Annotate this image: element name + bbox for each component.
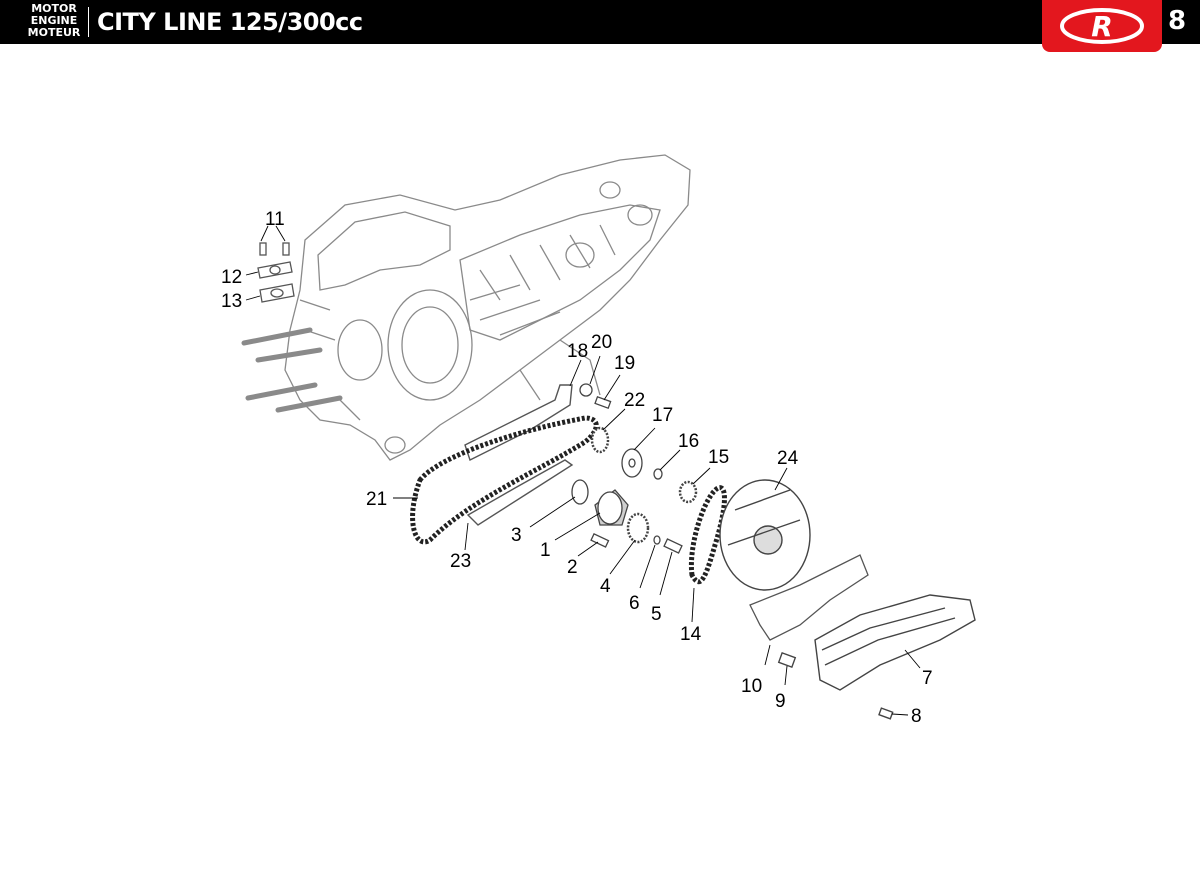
callout-15: 15: [708, 447, 729, 468]
oil-pump-parts: [571, 383, 698, 554]
callout-12: 12: [221, 267, 242, 288]
callout-6: 6: [629, 593, 640, 614]
callout-5: 5: [651, 604, 662, 625]
cylinder-studs: [241, 327, 343, 413]
callout-7: 7: [922, 668, 933, 689]
page-number: 8: [1168, 6, 1187, 36]
callout-3: 3: [511, 525, 522, 546]
callout-9: 9: [775, 691, 786, 712]
callout-11: 11: [265, 209, 285, 230]
leader-lines: [245, 225, 921, 716]
pump-chain: [688, 485, 727, 585]
callout-2: 2: [567, 557, 578, 578]
callout-23: 23: [450, 551, 471, 572]
timing-chain: [410, 415, 599, 545]
brand-logo: R: [1042, 0, 1162, 52]
header-bar: MOTOR ENGINE MOTEUR CITY LINE 125/300cc …: [0, 0, 1200, 52]
section-label: MOTOR ENGINE MOTEUR: [26, 3, 82, 39]
callout-22: 22: [624, 390, 645, 411]
part-callouts: 1 2 3 4 5 6 7 8 9 10 11 12 13 14 15 16 1…: [221, 209, 933, 727]
section-label-line: ENGINE: [30, 14, 78, 27]
callout-19: 19: [614, 353, 635, 374]
callout-1: 1: [540, 540, 551, 561]
logo-letter: R: [1091, 10, 1113, 43]
pump-cover: [719, 479, 811, 591]
callout-16: 16: [678, 431, 699, 452]
oil-pan-gasket: [749, 554, 869, 641]
callout-14: 14: [680, 624, 702, 645]
callout-10: 10: [741, 676, 762, 697]
crankcase-drawing: [284, 154, 691, 461]
section-label-line: MOTOR: [31, 2, 77, 15]
callout-4: 4: [600, 576, 611, 597]
callout-13: 13: [221, 291, 242, 312]
brand-logo-icon: R: [1060, 8, 1144, 44]
tensioner-assembly: [257, 242, 295, 303]
callout-20: 20: [591, 332, 612, 353]
header-divider: [88, 7, 89, 37]
section-label-line: MOTEUR: [27, 26, 81, 39]
callout-8: 8: [911, 706, 922, 727]
callout-21: 21: [366, 489, 387, 510]
page-title: CITY LINE 125/300cc: [97, 8, 363, 36]
oil-pan: [777, 594, 976, 720]
callout-17: 17: [652, 405, 673, 426]
callout-18: 18: [567, 341, 588, 362]
callout-24: 24: [777, 448, 799, 469]
